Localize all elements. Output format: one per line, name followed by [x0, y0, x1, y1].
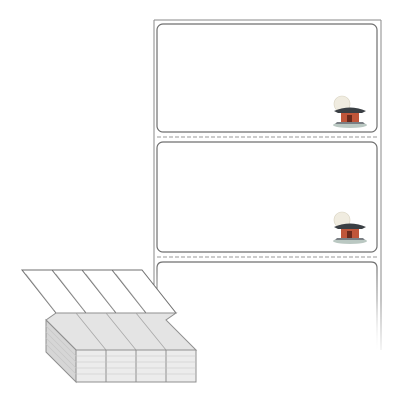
label-1-outline	[156, 23, 378, 133]
label-2	[156, 141, 378, 253]
label-3-outline	[156, 261, 378, 350]
pagoda-house-icon	[333, 95, 367, 128]
fanfold-stack	[20, 269, 198, 384]
label-2-outline	[156, 141, 378, 253]
pagoda-house-icon	[333, 211, 367, 244]
label-1	[156, 23, 378, 133]
label-3	[156, 261, 378, 350]
stack-top-sheet	[20, 269, 178, 314]
stack-block	[45, 318, 197, 384]
